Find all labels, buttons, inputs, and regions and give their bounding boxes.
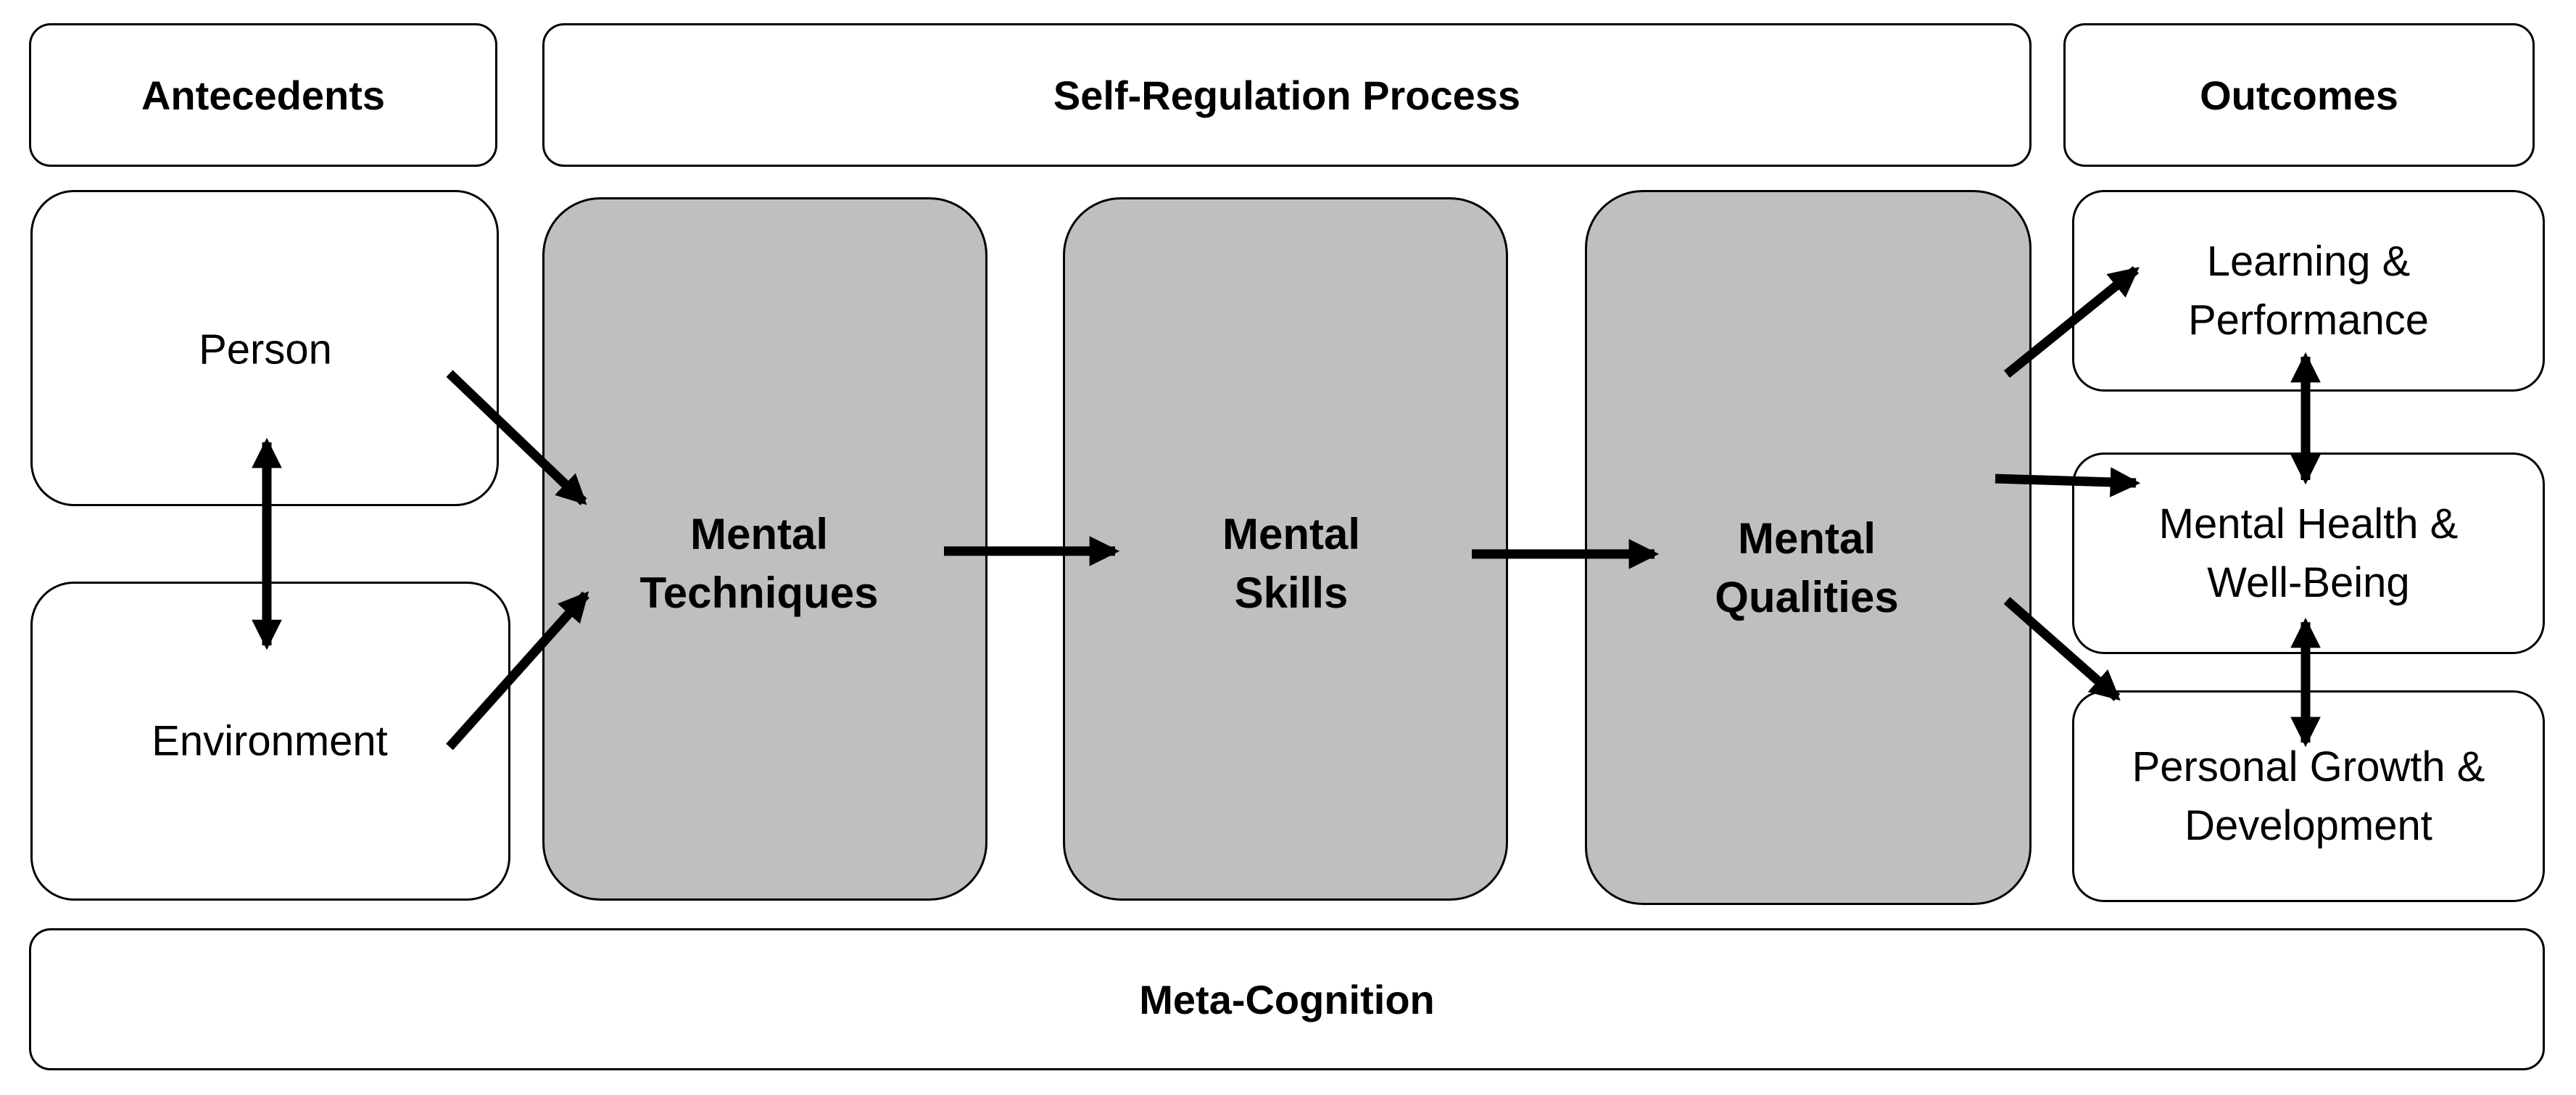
- arrow-environment-to-techniques: [446, 591, 589, 751]
- learning-performance-line-2: Performance: [2187, 297, 2430, 344]
- mental-techniques-line-1: Mental: [689, 510, 828, 558]
- outcomes-header-label: Outcomes: [2200, 72, 2398, 118]
- mental-skills-line-1: Mental: [1222, 510, 1361, 558]
- outcomes-header: Outcomes: [2063, 23, 2535, 167]
- mental-skills-box: Mental Skills: [1063, 197, 1508, 901]
- meta-cognition-label: Meta-Cognition: [1139, 976, 1435, 1022]
- self-regulation-process-header: Self-Regulation Process: [542, 23, 2032, 167]
- personal-growth-line-2: Development: [2184, 802, 2432, 849]
- meta-cognition-box: Meta-Cognition: [29, 928, 2545, 1070]
- personal-growth-line-1: Personal Growth &: [2132, 743, 2485, 790]
- arrow-qualities-to-growth: [2003, 597, 2121, 701]
- mental-qualities-line-1: Mental: [1737, 514, 1876, 563]
- mental-techniques-box: Mental Techniques: [542, 197, 987, 901]
- mental-skills-line-2: Skills: [1234, 569, 1349, 617]
- arrow-qualities-to-health: [1995, 467, 2141, 497]
- mental-techniques-line-2: Techniques: [639, 569, 879, 617]
- mental-qualities-box: Mental Qualities: [1585, 190, 2032, 905]
- arrow-qualities-to-learning: [2003, 265, 2140, 379]
- arrow-person-to-techniques: [446, 370, 587, 505]
- mental-health-line-1: Mental Health &: [2158, 500, 2459, 548]
- mental-health-line-2: Well-Being: [2207, 559, 2410, 606]
- learning-performance-line-1: Learning &: [2206, 237, 2411, 285]
- antecedents-header: Antecedents: [29, 23, 497, 167]
- antecedents-header-label: Antecedents: [141, 72, 386, 118]
- environment-label: Environment: [152, 717, 388, 765]
- person-label: Person: [199, 326, 332, 373]
- personal-growth-box: Personal Growth & Development: [2072, 690, 2545, 902]
- self-regulation-process-header-label: Self-Regulation Process: [1053, 72, 1521, 118]
- mental-qualities-line-2: Qualities: [1715, 573, 1899, 621]
